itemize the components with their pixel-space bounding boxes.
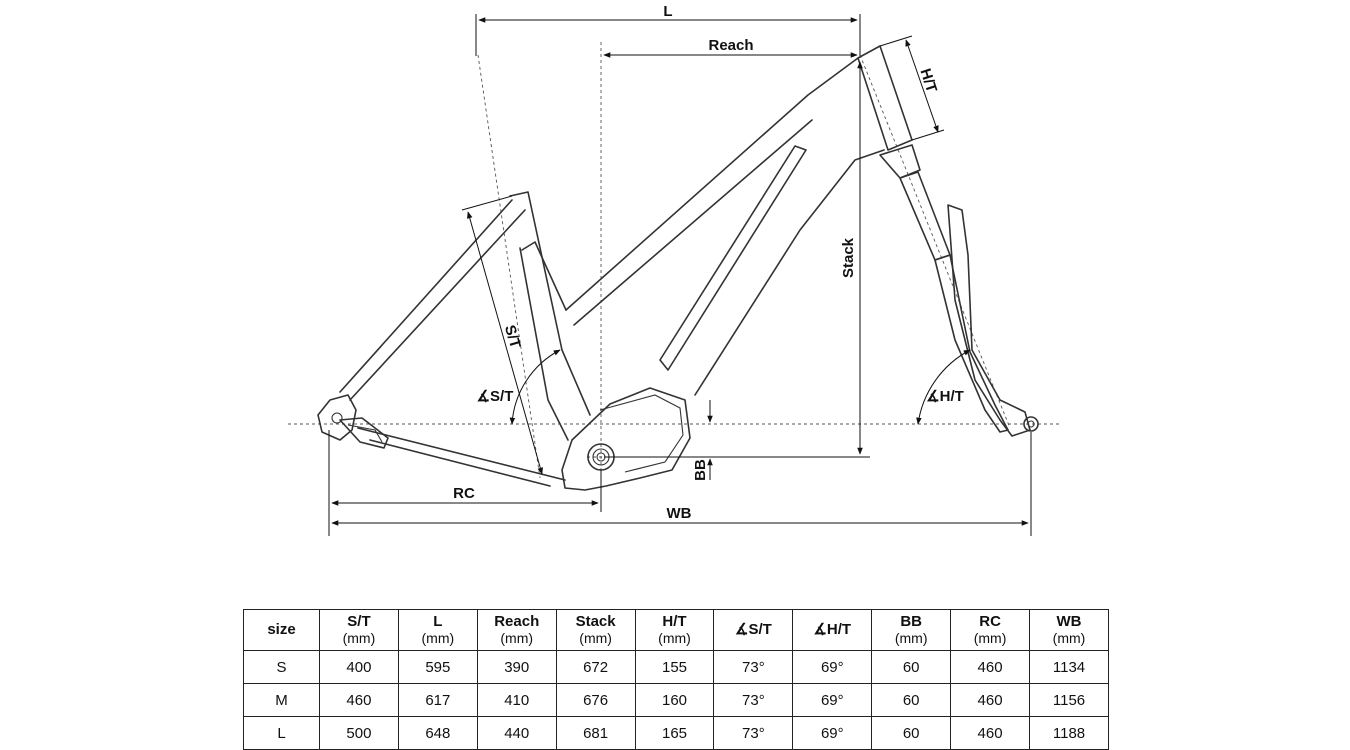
frame-geometry-diagram: L Reach H/T Stack S/T ∡S/T ∡H/T BB RC WB <box>288 3 1062 536</box>
label-wheelbase: WB <box>667 505 692 522</box>
table-cell: 69° <box>792 650 873 684</box>
label-seat-tube: S/T <box>501 323 524 350</box>
table-cell: M <box>243 683 320 717</box>
table-cell: 460 <box>950 683 1031 717</box>
header-label: WB <box>1056 613 1082 630</box>
table-cell: 73° <box>713 683 794 717</box>
table-cell: 60 <box>871 650 952 684</box>
label-rear-center: RC <box>453 485 475 502</box>
table-header-cell: H/T(mm) <box>634 609 715 651</box>
dimension-lines <box>328 14 1032 536</box>
table-header-cell: Reach(mm) <box>476 609 557 651</box>
table-cell: 60 <box>871 716 952 750</box>
table-cell: S <box>243 650 320 684</box>
table-header-cell: Stack(mm) <box>555 609 636 651</box>
table-cell: 1134 <box>1029 650 1109 684</box>
table-cell: 69° <box>792 716 873 750</box>
label-reach: Reach <box>708 37 753 54</box>
table-cell: 1156 <box>1029 683 1109 717</box>
table-cell: 460 <box>950 650 1031 684</box>
header-unit: (mm) <box>421 630 455 646</box>
table-cell: L <box>243 716 320 750</box>
header-label: L <box>433 613 443 630</box>
table-cell: 617 <box>397 683 478 717</box>
label-seat-tube-angle: ∡S/T <box>477 388 514 405</box>
table-cell: 69° <box>792 683 873 717</box>
table-header-cell: BB(mm) <box>871 609 952 651</box>
header-label: BB <box>900 613 923 630</box>
header-label: ∡H/T <box>813 621 852 638</box>
table-cell: 410 <box>476 683 557 717</box>
bike-frame <box>317 45 1039 491</box>
header-label: S/T <box>347 613 371 630</box>
table-header-cell: ∡S/T <box>713 609 794 651</box>
table-cell: 1188 <box>1029 716 1109 750</box>
label-head-tube-angle: ∡H/T <box>926 388 964 405</box>
table-cell: 60 <box>871 683 952 717</box>
table-cell: 648 <box>397 716 478 750</box>
table-cell: 500 <box>319 716 399 750</box>
table-cell: 400 <box>319 650 399 684</box>
header-unit: (mm) <box>973 630 1007 646</box>
header-unit: (mm) <box>1052 630 1086 646</box>
table-cell: 681 <box>555 716 636 750</box>
table-cell: 460 <box>950 716 1031 750</box>
table-cell: 440 <box>476 716 557 750</box>
label-stack: Stack <box>840 237 857 278</box>
table-header-cell: size <box>243 609 320 651</box>
header-unit: (mm) <box>658 630 691 646</box>
table-cell: 165 <box>634 716 715 750</box>
label-l: L <box>663 3 672 20</box>
table-header-cell: RC(mm) <box>950 609 1031 651</box>
label-bottom-bracket: BB <box>692 459 709 481</box>
table-cell: 73° <box>713 716 794 750</box>
header-unit: (mm) <box>894 630 928 646</box>
table-cell: 73° <box>713 650 794 684</box>
header-unit: (mm) <box>579 630 612 646</box>
label-head-tube: H/T <box>916 66 940 94</box>
table-cell: 460 <box>319 683 399 717</box>
table-header-cell: S/T(mm) <box>319 609 399 651</box>
header-label: Reach <box>494 613 540 630</box>
table-cell: 672 <box>555 650 636 684</box>
table-cell: 160 <box>634 683 715 717</box>
header-unit: (mm) <box>342 630 376 646</box>
table-header-cell: WB(mm) <box>1029 609 1109 651</box>
table-cell: 595 <box>397 650 478 684</box>
header-label: Stack <box>575 613 616 630</box>
header-label: ∡S/T <box>735 621 772 638</box>
header-label: H/T <box>662 613 687 630</box>
table-cell: 676 <box>555 683 636 717</box>
table-header-cell: ∡H/T <box>792 609 873 651</box>
header-unit: (mm) <box>500 630 534 646</box>
table-header-cell: L(mm) <box>397 609 478 651</box>
header-label: RC <box>979 613 1001 630</box>
header-label: size <box>267 621 296 638</box>
table-cell: 390 <box>476 650 557 684</box>
table-cell: 155 <box>634 650 715 684</box>
